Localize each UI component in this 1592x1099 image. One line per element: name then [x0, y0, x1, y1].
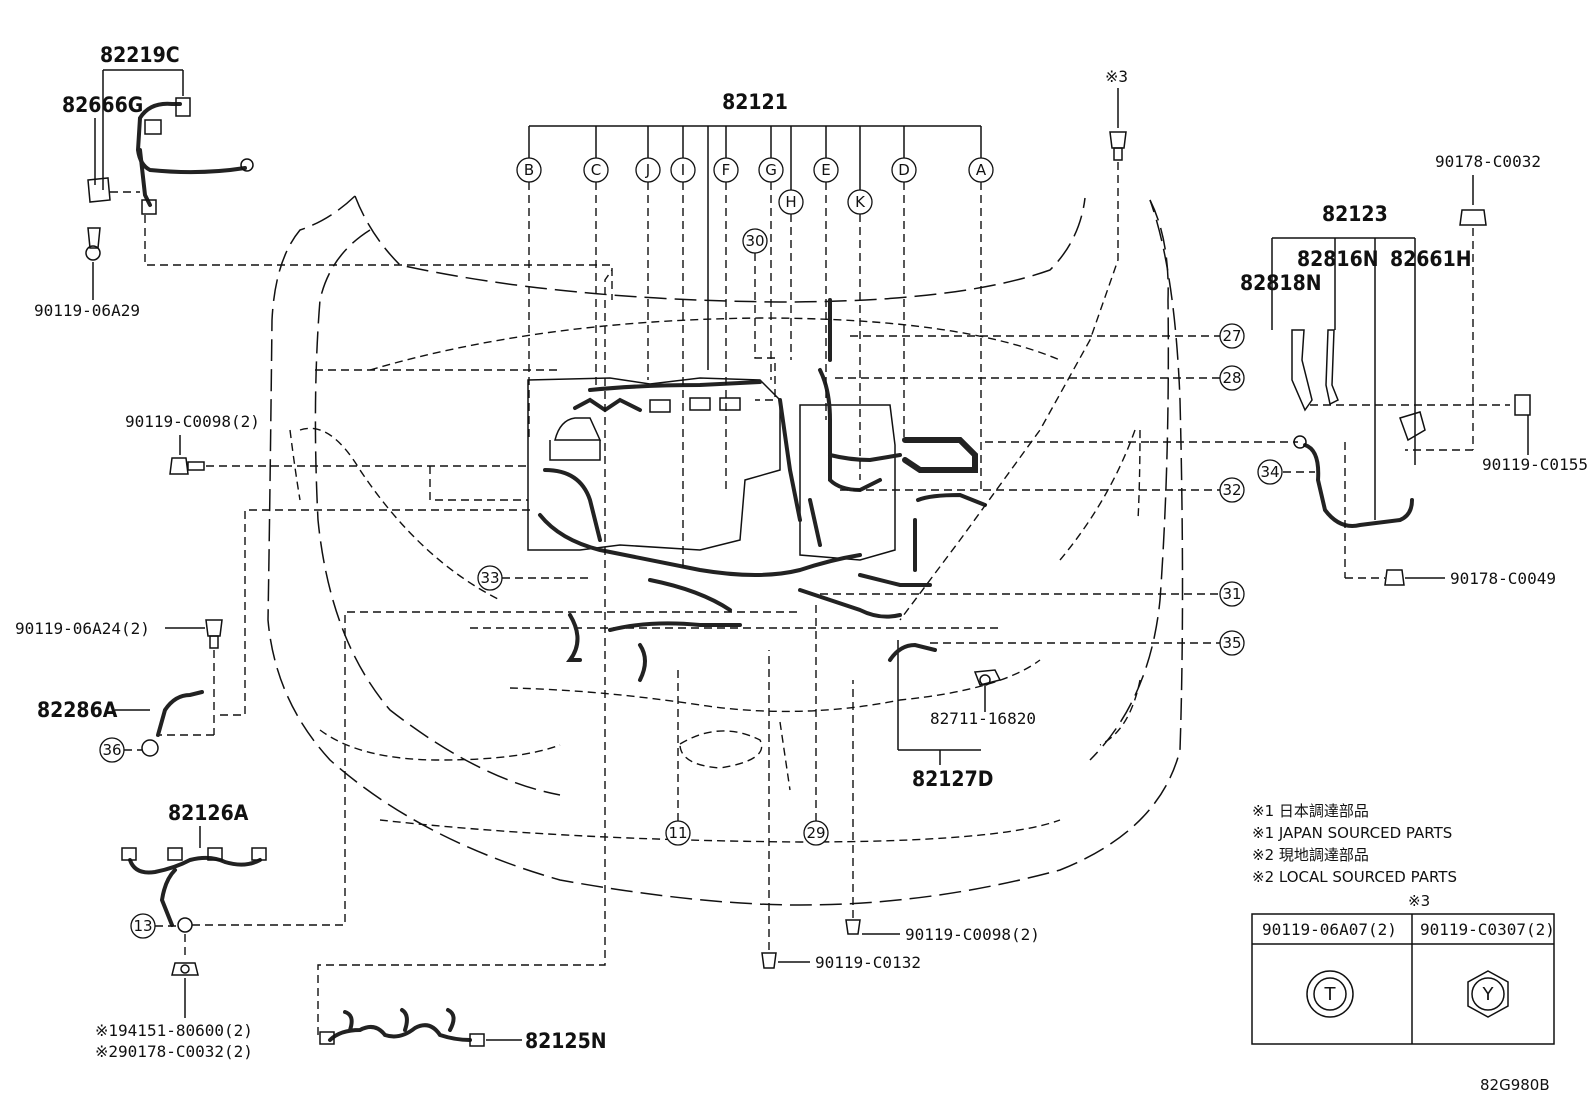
note-line-4: ※2 LOCAL SOURCED PARTS — [1252, 868, 1457, 886]
label-90119-C0098-left: 90119-C0098(2) — [125, 412, 260, 431]
letter-d: D — [898, 161, 910, 179]
relay-block — [799, 404, 896, 561]
table-symbol-t: T — [1324, 984, 1337, 1005]
letter-g: G — [765, 161, 777, 179]
letter-i: I — [681, 161, 685, 179]
label-82126A: 82126A — [168, 801, 249, 825]
callout-82126A-group: 82126A 13 ※194151-80600(2) ※290178-C0032… — [95, 611, 800, 1061]
label-82666G: 82666G — [62, 93, 143, 117]
number-11: 11 — [668, 824, 687, 842]
diagram-code: 82G980B — [1480, 1076, 1550, 1094]
table-header-col2: 90119-C0307(2) — [1420, 920, 1555, 939]
callout-30: 30 — [742, 228, 776, 401]
callout-82125N-group: 82125N — [317, 269, 613, 1053]
label-82121: 82121 — [722, 90, 788, 114]
label-82123: 82123 — [1322, 202, 1388, 226]
letter-h: H — [785, 193, 796, 211]
number-29: 29 — [806, 824, 825, 842]
label-82219C: 82219C — [100, 43, 180, 67]
number-32: 32 — [1222, 481, 1241, 499]
number-13: 13 — [133, 917, 152, 935]
letter-a: A — [976, 161, 987, 179]
number-35: 35 — [1222, 634, 1241, 652]
label-82711-16820: 82711-16820 — [930, 709, 1036, 728]
label-note3-top: ※3 — [1105, 67, 1128, 86]
note-line-3: ※2 現地調達部品 — [1252, 846, 1369, 864]
label-82818N: 82818N — [1240, 271, 1322, 295]
callout-82219C-group: 82219C 82666G 90119-06A29 — [34, 43, 613, 320]
note3-table: ※3 90119-06A07(2) 90119-C0307(2) T Y — [1251, 892, 1555, 1045]
callout-33: 33 — [477, 565, 590, 591]
callout-82123-group: 90178-C0032 82123 82816N 82661H 82818N 9… — [1150, 152, 1588, 588]
sourcing-notes: ※1 日本調達部品 ※1 JAPAN SOURCED PARTS ※2 現地調達… — [1252, 802, 1457, 886]
label-90119-C0155: 90119-C0155 — [1482, 455, 1588, 474]
vehicle-body-outline — [267, 195, 1184, 906]
number-31: 31 — [1222, 585, 1241, 603]
label-90178-C0049: 90178-C0049 — [1450, 569, 1556, 588]
label-82286A: 82286A — [37, 698, 118, 722]
number-36: 36 — [102, 741, 121, 759]
note-line-2: ※1 JAPAN SOURCED PARTS — [1252, 824, 1452, 842]
label-82127D: 82127D — [912, 767, 993, 791]
label-82125N: 82125N — [525, 1029, 607, 1053]
label-90119-06A29: 90119-06A29 — [34, 301, 140, 320]
right-number-callouts: 27 28 32 31 35 — [820, 323, 1245, 656]
battery-area — [902, 437, 987, 572]
letter-c: C — [591, 161, 601, 179]
bolt-head-y-icon — [1467, 970, 1509, 1018]
label-94151-80600: ※194151-80600(2) — [95, 1021, 253, 1040]
callout-90119-C0098-left: 90119-C0098(2) — [125, 412, 528, 501]
number-circle-31 — [1219, 581, 1245, 607]
letter-e: E — [821, 161, 830, 179]
letter-k: K — [855, 193, 866, 211]
label-90119-C0132: 90119-C0132 — [815, 953, 921, 972]
bolt-head-t-icon — [1306, 970, 1354, 1018]
label-82816N: 82816N — [1297, 247, 1379, 271]
label-82661H: 82661H — [1390, 247, 1472, 271]
table-header-col1: 90119-06A07(2) — [1262, 920, 1397, 939]
callout-82286A-group: 90119-06A24(2) 82286A 36 — [15, 509, 530, 763]
letter-f: F — [722, 161, 731, 179]
letter-b: B — [524, 161, 534, 179]
main-harness-82121 — [538, 298, 932, 682]
number-33: 33 — [480, 569, 499, 587]
table-caption: ※3 — [1408, 892, 1430, 910]
callout-82121-group: B C J I F G H E K D A 82121 — [516, 90, 994, 570]
number-circle-34 — [1257, 459, 1283, 485]
number-30: 30 — [745, 232, 764, 250]
bottom-centre-callouts: 11 29 90119-C0098(2) 90119-C0132 — [665, 600, 1040, 972]
engine-block — [527, 377, 781, 551]
label-90178-C0032-2: ※290178-C0032(2) — [95, 1042, 253, 1061]
label-90178-C0032: 90178-C0032 — [1435, 152, 1541, 171]
callout-82127D-group: 82711-16820 82127D — [888, 640, 1036, 791]
letter-j: J — [645, 161, 650, 179]
label-90119-06A24: 90119-06A24(2) — [15, 619, 150, 638]
callout-note3-bolt: ※3 — [899, 67, 1128, 621]
label-90119-C0098-bottom: 90119-C0098(2) — [905, 925, 1040, 944]
number-28: 28 — [1222, 369, 1241, 387]
number-34: 34 — [1260, 463, 1279, 481]
note-line-1: ※1 日本調達部品 — [1252, 802, 1369, 820]
table-symbol-y: Y — [1482, 984, 1495, 1005]
number-27: 27 — [1222, 327, 1241, 345]
